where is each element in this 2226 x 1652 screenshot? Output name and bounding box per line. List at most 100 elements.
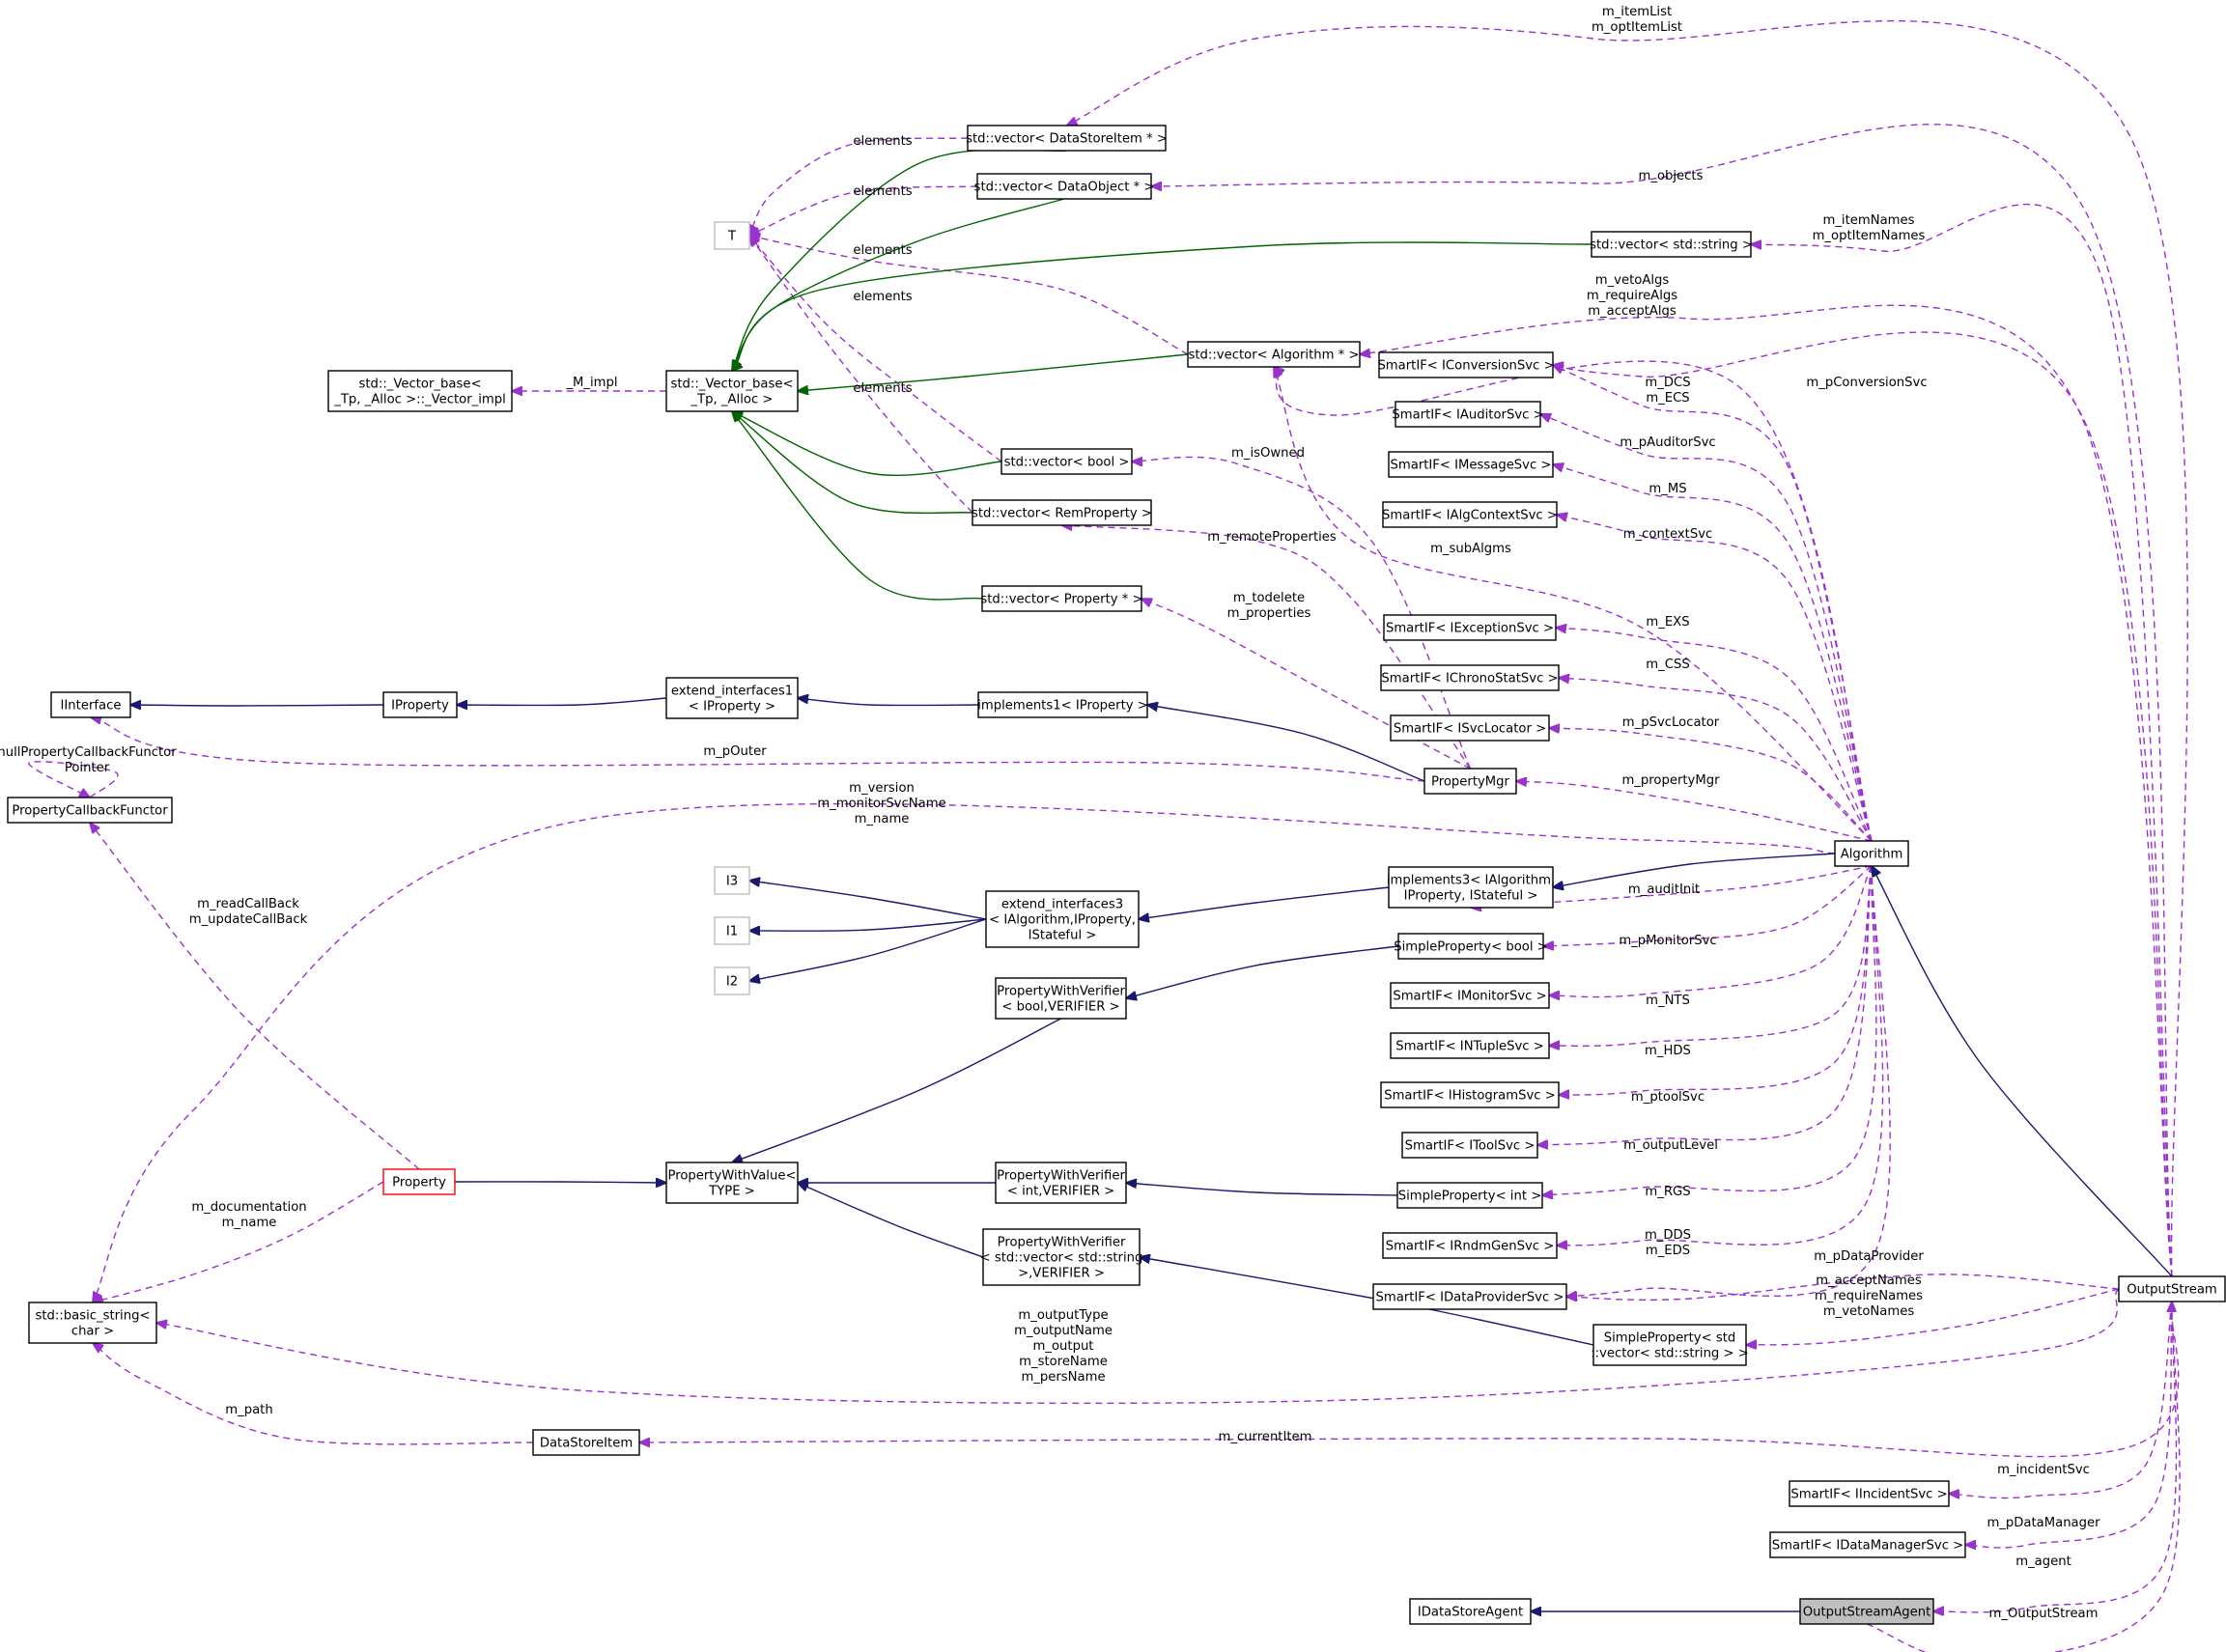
class-node-pmgr[interactable]: PropertyMgr [1423,768,1517,795]
class-node-property[interactable]: Property [382,1168,456,1195]
edge-label-line: m_propertyMgr [1621,773,1720,788]
class-node-algorithm[interactable]: Algorithm [1834,840,1909,867]
class-node-I1[interactable]: I1 [714,916,750,945]
edge-label-line: m_version [849,781,915,796]
edge-label-line: m_ECS [1646,391,1689,406]
node-label: < IAlgorithm,IProperty, [989,913,1136,928]
inheritance-edge [749,918,987,981]
class-node-sp-vs[interactable]: SimpleProperty< std::vector< std::string… [1591,1324,1749,1366]
class-node-I2[interactable]: I2 [714,966,750,995]
class-node-pwv-vs[interactable]: PropertyWithVerifier< std::vector< std::… [980,1228,1143,1286]
class-node-sif-rnd[interactable]: SmartIF< IRndmGenSvc > [1382,1232,1558,1259]
class-node-sif-tool[interactable]: SmartIF< IToolSvc > [1401,1132,1538,1159]
class-node-sif-msg[interactable]: SmartIF< IMessageSvc > [1388,451,1554,478]
node-box [972,499,1152,526]
class-node-iinterface[interactable]: IInterface [50,691,131,718]
class-node-bstr[interactable]: std::basic_string<char > [28,1302,157,1344]
edge-label-line: m_path [225,1403,272,1417]
node-box [28,1302,157,1344]
inheritance-edge [1139,886,1390,919]
usage-edge [93,1343,534,1445]
class-node-sif-inc[interactable]: SmartIF< IIncidentSvc > [1789,1480,1950,1507]
class-node-ostream[interactable]: OutputStream [2118,1275,2226,1302]
class-node-sif-aud[interactable]: SmartIF< IAuditorSvc > [1392,401,1544,428]
class-node-sp-bool[interactable]: SimpleProperty< bool > [1394,933,1548,960]
inheritance-edge [1126,1183,1398,1196]
class-node-sif-actx[interactable]: SmartIF< IAlgContextSvc > [1382,501,1558,528]
class-node-sif-dm[interactable]: SmartIF< IDataManagerSvc > [1769,1531,1966,1558]
edge-label-line: m_contextSvc [1623,527,1713,542]
edge-label-ptool: m_ptoolSvc [1631,1090,1705,1105]
node-box [1591,231,1752,258]
node-box [382,691,458,718]
edge-label-line: m_EDS [1646,1244,1690,1258]
class-node-sif-hist[interactable]: SmartIF< IHistogramSvc > [1380,1081,1560,1108]
node-box [382,1168,456,1195]
class-node-vec-str[interactable]: std::vector< std::string > [1590,231,1753,258]
usage-edge [1132,456,1472,770]
node-box [714,916,750,945]
class-node-pcbf[interactable]: PropertyCallbackFunctor [7,797,173,824]
class-node-iproperty[interactable]: IProperty [382,691,458,718]
node-box [532,1429,640,1456]
class-node-dsi[interactable]: DataStoreItem [532,1429,640,1456]
node-label: std::vector< Algorithm * > [1189,349,1360,363]
class-node-vec-alg[interactable]: std::vector< Algorithm * > [1187,341,1361,368]
node-label: OutputStream [2127,1283,2217,1298]
edge-label-paud: m_pAuditorSvc [1620,435,1715,450]
edge-label-line: nullPropertyCallbackFunctor [0,745,177,760]
class-node-vec-dobj[interactable]: std::vector< DataObject * > [974,173,1155,200]
edge-label-line: m_pOuter [703,744,767,759]
edge-label-line: m_acceptNames [1816,1274,1922,1288]
class-node-pwv-int[interactable]: PropertyWithVerifier< int,VERIFIER > [995,1162,1127,1204]
class-node-pwv-bool[interactable]: PropertyWithVerifier< bool,VERIFIER > [995,977,1127,1020]
class-node-pwval[interactable]: PropertyWithValue<TYPE > [665,1162,799,1204]
usage-edge [1866,1302,2181,1652]
node-label: SmartIF< IChronoStatSvc > [1381,672,1558,686]
class-node-idsa[interactable]: IDataStoreAgent [1409,1598,1532,1625]
node-box [976,173,1152,200]
class-node-sif-nt[interactable]: SmartIF< INTupleSvc > [1390,1032,1550,1059]
node-label: PropertyWithVerifier [998,1236,1126,1250]
class-node-vec-rem[interactable]: std::vector< RemProperty > [972,499,1152,526]
class-node-impl1[interactable]: implements1< IProperty > [977,691,1148,718]
usage-edge [749,236,1189,355]
class-node-vec-bool[interactable]: std::vector< bool > [1000,448,1133,475]
edge-label-el3: elements [853,243,912,258]
class-node-sif-exc[interactable]: SmartIF< IExceptionSvc > [1383,614,1557,641]
node-label: std::basic_string< [35,1309,150,1324]
usage-edge [1556,628,1873,842]
usage-edge [749,236,1002,462]
class-node-vec-prop[interactable]: std::vector< Property * > [980,585,1143,612]
class-node-sif-dp[interactable]: SmartIF< IDataProviderSvc > [1372,1283,1567,1310]
usage-edge [749,236,973,514]
node-label: Property [392,1176,446,1190]
class-node-vec-dsi[interactable]: std::vector< DataStoreItem * > [966,125,1168,152]
class-node-impl3[interactable]: implements3< IAlgorithm,IProperty, IStat… [1387,866,1555,909]
class-node-sp-int[interactable]: SimpleProperty< int > [1396,1182,1543,1209]
class-node-ext3[interactable]: extend_interfaces3< IAlgorithm,IProperty… [985,890,1140,948]
class-node-ext1[interactable]: extend_interfaces1< IProperty > [665,677,799,719]
class-node-sif-loc[interactable]: SmartIF< ISvcLocator > [1390,714,1550,742]
edge-label-line: m_OutputStream [1989,1607,2099,1621]
class-node-I3[interactable]: I3 [714,866,750,895]
class-node-T[interactable]: T [714,221,750,250]
node-label: IStateful > [1028,929,1097,943]
usage-edge [93,802,1836,1302]
node-box [967,125,1167,152]
inheritance-edge [130,705,384,706]
edge-label-line: m_pDataProvider [1814,1249,1924,1264]
node-box [50,691,131,718]
class-node-vimpl[interactable]: std::_Vector_base<_Tp, _Alloc >::_Vector… [327,370,513,412]
class-node-sif-mon[interactable]: SmartIF< IMonitorSvc > [1390,982,1550,1009]
class-node-vbase[interactable]: std::_Vector_base<_Tp, _Alloc > [665,370,799,412]
class-node-osa[interactable]: OutputStreamAgent [1799,1598,1934,1625]
usage-edge [749,185,978,236]
inheritance-edge [1872,866,2173,1277]
node-box [665,677,799,719]
edge-label-outtype: m_outputTypem_outputNamem_outputm_storeN… [1014,1308,1113,1385]
class-node-sif-conv[interactable]: SmartIF< IConversionSvc > [1377,351,1555,378]
class-node-sif-chr[interactable]: SmartIF< IChronoStatSvc > [1380,664,1560,691]
